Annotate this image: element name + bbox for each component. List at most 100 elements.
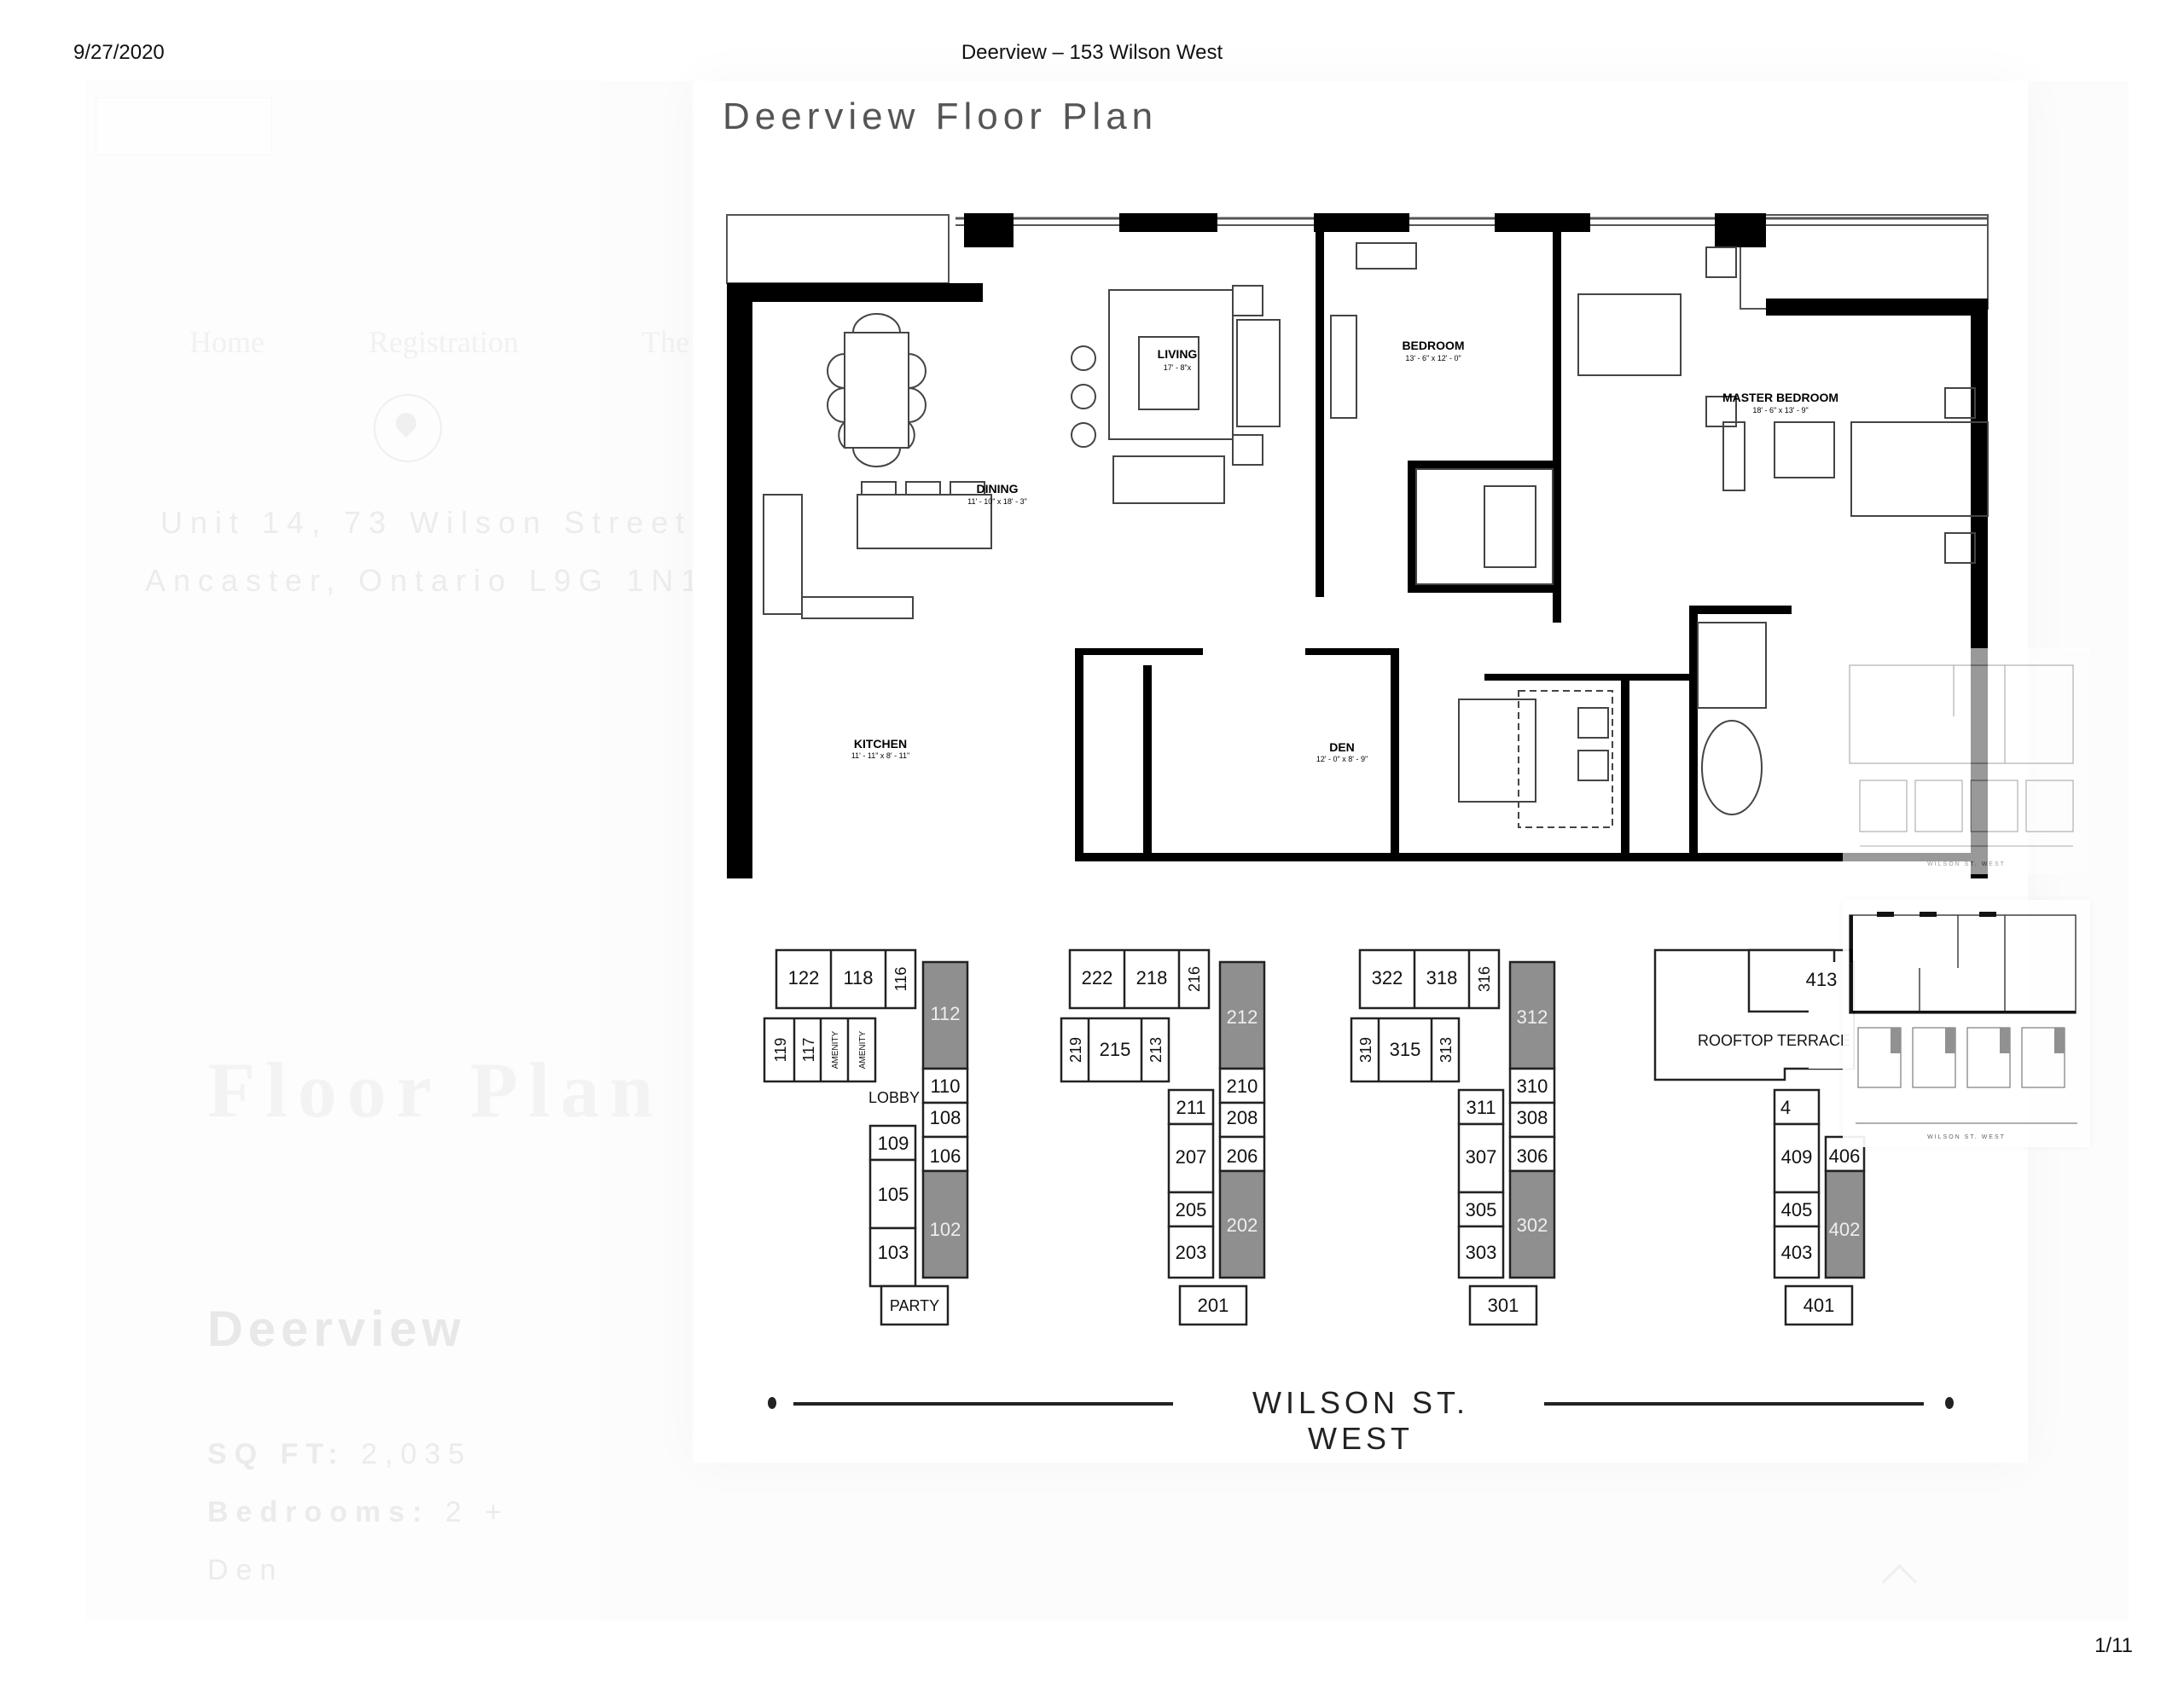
svg-text:318: 318 [1426, 967, 1458, 988]
svg-text:315: 315 [1390, 1039, 1421, 1060]
svg-text:122: 122 [788, 967, 820, 988]
site-logo[interactable] [96, 97, 272, 155]
svg-text:402: 402 [1829, 1219, 1861, 1240]
svg-text:316: 316 [1476, 966, 1493, 992]
thumbnail-drawing [1849, 664, 2074, 847]
svg-text:302: 302 [1517, 1215, 1548, 1236]
svg-text:306: 306 [1517, 1145, 1548, 1167]
svg-text:116: 116 [892, 967, 909, 992]
thumbnail-drawing [1849, 912, 2077, 1124]
svg-text:109: 109 [878, 1133, 909, 1154]
svg-text:117: 117 [800, 1038, 817, 1063]
svg-text:310: 310 [1517, 1075, 1548, 1097]
svg-text:215: 215 [1100, 1039, 1131, 1060]
svg-text:201: 201 [1198, 1295, 1229, 1316]
address-line-2: Ancaster, Ontario L9G 1N1 [145, 563, 706, 598]
unit-floor-plan: LIVING 17' - 8"x BEDROOM 13' - 6" x 12' … [726, 213, 1989, 878]
svg-text:312: 312 [1517, 1006, 1548, 1028]
svg-text:308: 308 [1517, 1107, 1548, 1128]
svg-text:206: 206 [1227, 1145, 1258, 1167]
svg-text:207: 207 [1176, 1146, 1207, 1168]
svg-text:112: 112 [930, 1003, 960, 1024]
room-label-dining: DINING [977, 482, 1019, 496]
room-label-bedroom: BEDROOM [1402, 339, 1464, 352]
svg-text:216: 216 [1186, 966, 1203, 992]
svg-text:208: 208 [1227, 1107, 1258, 1128]
svg-text:307: 307 [1466, 1146, 1497, 1168]
bedrooms-spec: Bedrooms: 2 + [207, 1496, 509, 1529]
svg-text:406: 406 [1829, 1145, 1861, 1167]
svg-text:212: 212 [1227, 1006, 1258, 1028]
svg-text:102: 102 [930, 1219, 961, 1240]
svg-text:222: 222 [1082, 967, 1113, 988]
svg-text:110: 110 [930, 1075, 960, 1097]
bedrooms-extra: Den [207, 1554, 284, 1586]
background-left-panel [85, 81, 601, 1620]
svg-text:311: 311 [1466, 1097, 1496, 1118]
svg-text:AMENITY: AMENITY [831, 1030, 840, 1069]
svg-text:106: 106 [930, 1145, 961, 1167]
sqft-spec: SQ FT: 2,035 [207, 1438, 472, 1471]
svg-text:213: 213 [1147, 1037, 1165, 1063]
svg-text:203: 203 [1176, 1242, 1207, 1263]
svg-text:405: 405 [1781, 1199, 1813, 1220]
modal-title: Deerview Floor Plan [723, 96, 1159, 137]
nav-registration[interactable]: Registration [369, 325, 519, 359]
thumbnail-street-label: WILSON ST. WEST [1927, 1134, 2006, 1140]
floor-1-block [763, 948, 969, 1326]
bedrooms-label: Bedrooms: [207, 1496, 430, 1528]
svg-text:305: 305 [1466, 1199, 1497, 1220]
svg-text:313: 313 [1438, 1037, 1455, 1063]
room-label-den: DEN [1329, 740, 1355, 754]
svg-text:218: 218 [1136, 967, 1168, 988]
thumbnail-floor-plan-1[interactable]: WILSON ST. WEST [1843, 648, 2090, 874]
thumbnail-floor-plan-2[interactable]: WILSON ST. WEST [1843, 900, 2090, 1147]
svg-text:319: 319 [1357, 1037, 1374, 1063]
street-label-row: WILSON ST. WEST [768, 1382, 1954, 1456]
room-label-kitchen: KITCHEN [854, 737, 907, 751]
page-number: 1/11 [2094, 1634, 2133, 1657]
sqft-label: SQ FT: [207, 1438, 346, 1470]
diamond-icon [1945, 1397, 1954, 1409]
nav-the[interactable]: The [642, 325, 689, 359]
svg-text:403: 403 [1781, 1242, 1813, 1263]
svg-text:11' - 10" x 18' - 3": 11' - 10" x 18' - 3" [967, 497, 1027, 506]
svg-text:11' - 11" x 8' - 11": 11' - 11" x 8' - 11" [851, 751, 909, 760]
diamond-icon [768, 1397, 776, 1409]
building-key-plan: 122 118 116 119 117 AMENITY AMENITY LOBB… [763, 948, 1866, 1326]
svg-text:108: 108 [930, 1107, 961, 1128]
svg-text:4: 4 [1780, 1097, 1791, 1118]
model-name: Deerview [207, 1301, 466, 1357]
street-label: WILSON ST. WEST [1252, 1385, 1470, 1456]
bedrooms-value: 2 + [444, 1496, 510, 1528]
svg-text:322: 322 [1372, 967, 1403, 988]
section-title: Floor Plan [207, 1046, 664, 1133]
svg-text:409: 409 [1781, 1146, 1813, 1168]
svg-text:103: 103 [878, 1242, 909, 1263]
print-date: 9/27/2020 [73, 41, 165, 64]
svg-text:118: 118 [843, 967, 873, 988]
svg-text:LOBBY: LOBBY [868, 1089, 920, 1106]
svg-text:12' - 0" x 8' - 9": 12' - 0" x 8' - 9" [1316, 755, 1368, 763]
street-line-left [793, 1402, 1173, 1406]
svg-text:210: 210 [1227, 1075, 1258, 1097]
map-pin-icon [374, 394, 442, 462]
svg-text:18' - 6" x 13' - 9": 18' - 6" x 13' - 9" [1752, 406, 1808, 415]
svg-text:211: 211 [1176, 1097, 1205, 1118]
svg-text:AMENITY: AMENITY [858, 1030, 868, 1069]
thumbnail-street-label: WILSON ST. WEST [1927, 861, 2006, 867]
svg-text:205: 205 [1176, 1199, 1207, 1220]
room-label-master-bedroom: MASTER BEDROOM [1722, 391, 1838, 404]
svg-text:301: 301 [1488, 1295, 1519, 1316]
address-line-1: Unit 14, 73 Wilson Street, [160, 505, 709, 540]
svg-text:13' - 6" x 12' - 0": 13' - 6" x 12' - 0" [1405, 354, 1461, 362]
room-label-living: LIVING [1158, 347, 1198, 361]
svg-text:119: 119 [772, 1038, 789, 1063]
svg-text:303: 303 [1466, 1242, 1497, 1263]
svg-text:PARTY: PARTY [890, 1297, 939, 1314]
sqft-value: 2,035 [361, 1438, 473, 1470]
nav-home[interactable]: Home [189, 325, 264, 359]
print-title: Deerview – 153 Wilson West [961, 41, 1223, 64]
svg-text:219: 219 [1067, 1037, 1084, 1063]
svg-text:17' - 8"x: 17' - 8"x [1164, 363, 1192, 372]
